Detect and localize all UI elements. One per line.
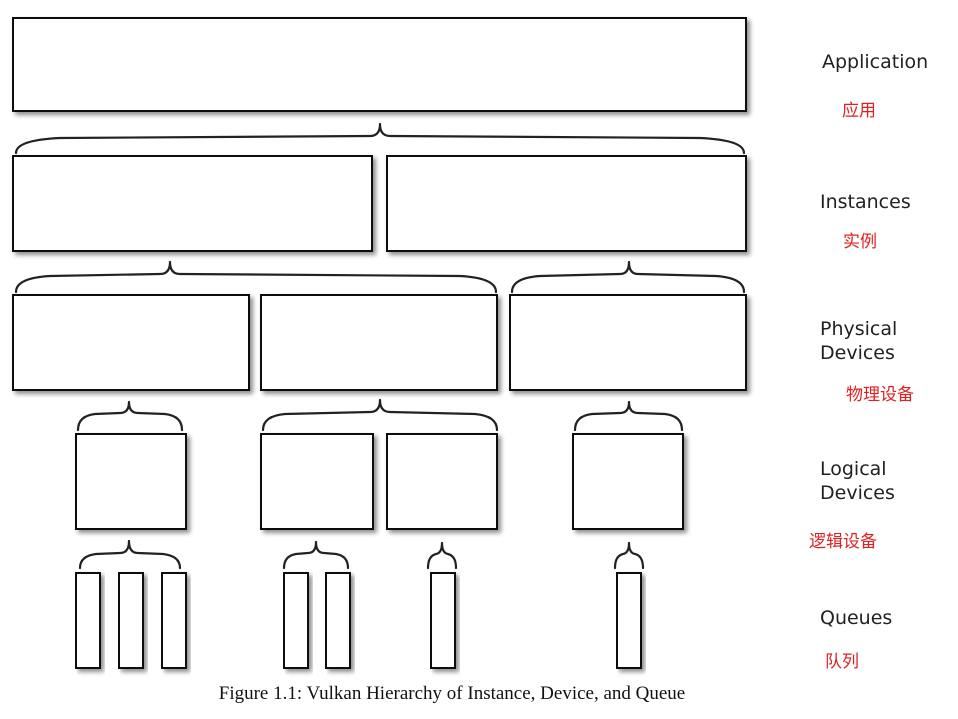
instance-box-2 xyxy=(386,155,747,252)
physical-device-2-brace xyxy=(261,398,499,432)
physical-device-3-brace xyxy=(573,400,684,432)
instance-1-brace xyxy=(14,260,498,294)
physical-device-box-1 xyxy=(12,294,250,391)
queue-box-6 xyxy=(430,572,456,669)
instance-box-1 xyxy=(12,155,373,252)
label-physical-devices-line1: Physical xyxy=(820,318,897,340)
logical-device-box-4 xyxy=(572,433,684,530)
label-instances: Instances xyxy=(820,191,911,213)
queue-box-4 xyxy=(283,572,309,669)
figure-caption: Figure 1.1: Vulkan Hierarchy of Instance… xyxy=(219,683,685,704)
queue-box-7 xyxy=(616,572,642,669)
queue-box-5 xyxy=(325,572,351,669)
physical-device-box-2 xyxy=(260,294,498,391)
queue-box-2 xyxy=(118,572,144,669)
logical-device-box-2 xyxy=(260,433,374,530)
application-brace xyxy=(14,122,746,155)
logical-device-4-brace xyxy=(613,541,645,570)
label-logical-devices-line1: Logical xyxy=(820,458,887,480)
translation-application: 应用 xyxy=(842,101,876,121)
label-logical-devices-line2: Devices xyxy=(820,482,895,504)
logical-device-box-3 xyxy=(386,433,498,530)
logical-device-box-1 xyxy=(75,433,187,530)
physical-device-box-3 xyxy=(509,294,747,391)
translation-instances: 实例 xyxy=(843,232,877,252)
label-queues: Queues xyxy=(820,607,892,629)
application-box xyxy=(12,17,747,112)
label-physical-devices-line2: Devices xyxy=(820,342,895,364)
logical-device-2-brace xyxy=(282,540,350,570)
logical-device-3-brace xyxy=(426,541,458,570)
physical-device-1-brace xyxy=(76,400,184,432)
queue-box-1 xyxy=(75,572,101,669)
queue-box-3 xyxy=(161,572,187,669)
logical-device-1-brace xyxy=(78,539,182,570)
instance-2-brace xyxy=(510,260,746,294)
translation-physical-devices: 物理设备 xyxy=(846,385,914,405)
translation-logical-devices: 逻辑设备 xyxy=(809,532,877,552)
label-application: Application xyxy=(822,51,928,73)
translation-queues: 队列 xyxy=(825,652,859,672)
